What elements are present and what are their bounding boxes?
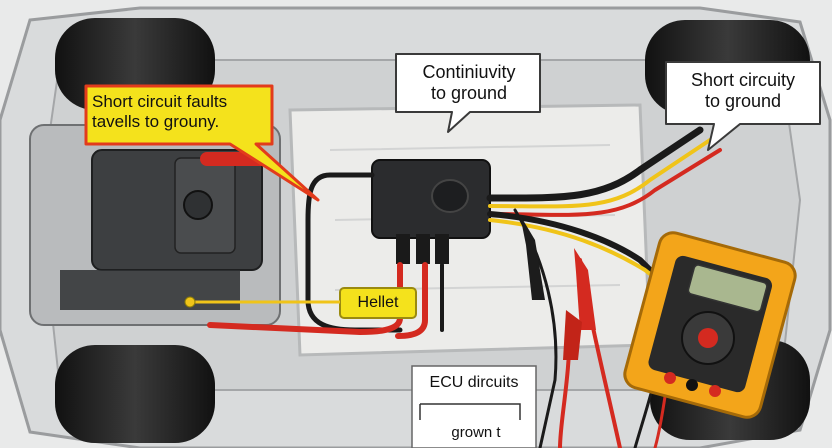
callout-continuity-to-ground: Continiuvity to ground — [404, 62, 534, 103]
multimeter-icon — [623, 231, 797, 419]
callout-short-circuit-faults: Short circuit faults tavells to grouny. — [92, 92, 262, 131]
hellet-label-box — [184, 287, 417, 319]
callout-right-line2: to ground — [704, 90, 782, 111]
callout-left-line2: tavells to grouny. — [92, 111, 220, 131]
ecu-module-icon — [371, 159, 491, 264]
probe-icon — [520, 215, 596, 360]
callout-middle-line2: to ground — [430, 82, 508, 103]
callout-short-circuity-to-ground: Short circuity to ground — [672, 70, 814, 111]
callout-left-bubble — [84, 84, 320, 202]
hellet-label: Hellet — [357, 294, 399, 311]
ecu-label-box — [411, 365, 537, 448]
callout-middle-line1: Continiuvity — [422, 62, 516, 82]
callout-right-line1: Short circuity — [690, 70, 796, 90]
callout-middle-bubble — [395, 53, 541, 133]
callout-right-bubble — [665, 61, 821, 151]
ecu-ground-label: grown t — [451, 424, 501, 441]
engine-module — [29, 124, 281, 326]
ecu-circuits-label: ECU dircuits — [429, 374, 519, 391]
callout-left-line1: Short circuit faults — [92, 92, 228, 111]
